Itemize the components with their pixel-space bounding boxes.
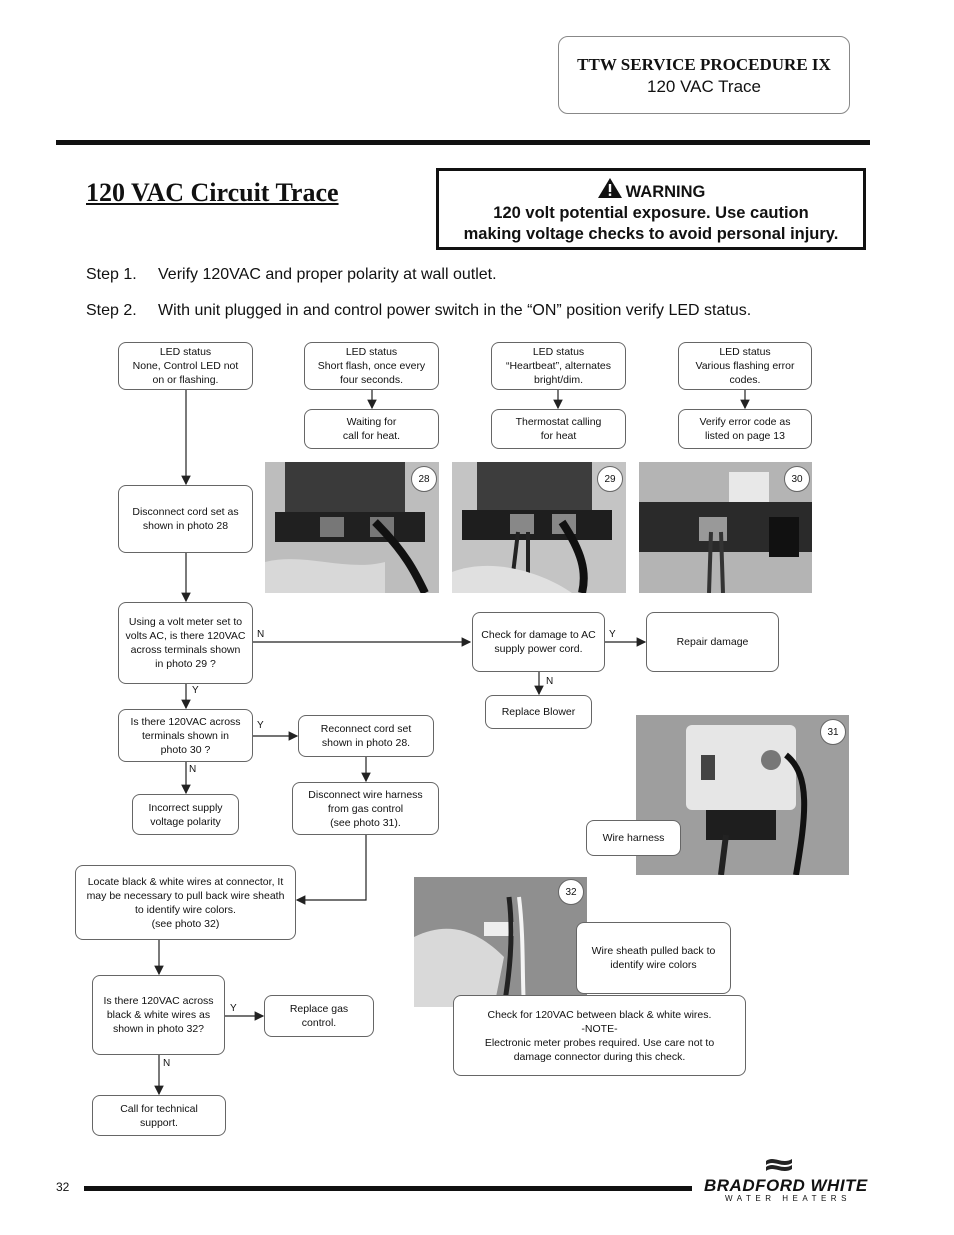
photo-30-tag: 30 (784, 466, 810, 492)
label-y-photo30: Y (257, 720, 264, 731)
disconnect-cord-box: Disconnect cord set as shown in photo 28 (118, 485, 253, 553)
photo-31-tag: 31 (820, 719, 846, 745)
waiting-box: Waiting for call for heat. (304, 409, 439, 449)
sheath-callout: Wire sheath pulled back to identify wire… (576, 922, 731, 994)
brand-flag-icon (764, 1155, 794, 1175)
label-n-photo32: N (163, 1058, 170, 1069)
label-y-volt-meter: Y (192, 685, 199, 696)
verify-codes-box: Verify error code as listed on page 13 (678, 409, 812, 449)
led-various-box: LED status Various flashing error codes. (678, 342, 812, 390)
label-n-check-damage: N (546, 676, 553, 687)
check-damage-box: Check for damage to AC supply power cord… (472, 612, 605, 672)
led-none-box: LED status None, Control LED not on or f… (118, 342, 253, 390)
call-support-box: Call for technical support. (92, 1095, 226, 1136)
page-number: 32 (56, 1180, 69, 1194)
label-n-volt-meter: N (257, 629, 264, 640)
led-heartbeat-box: LED status “Heartbeat”, alternates brigh… (491, 342, 626, 390)
led-short-flash-box: LED status Short flash, once every four … (304, 342, 439, 390)
volt-meter-box: Using a volt meter set to volts AC, is t… (118, 602, 253, 684)
label-y-check-damage: Y (609, 629, 616, 640)
wire-harness-callout: Wire harness (586, 820, 681, 856)
reconnect-cord-box: Reconnect cord set shown in photo 28. (298, 715, 434, 757)
replace-blower-box: Replace Blower (485, 695, 592, 729)
photo-32-tag: 32 (558, 879, 584, 905)
photo32-question-box: Is there 120VAC across black & white wir… (92, 975, 225, 1055)
thermostat-box: Thermostat calling for heat (491, 409, 626, 449)
replace-gas-control-box: Replace gas control. (264, 995, 374, 1037)
repair-damage-box: Repair damage (646, 612, 779, 672)
brand-tagline: WATER HEATERS (725, 1194, 851, 1203)
disconnect-harness-box: Disconnect wire harness from gas control… (292, 782, 439, 835)
check-black-white-box: Check for 120VAC between black & white w… (453, 995, 746, 1076)
photo-28-tag: 28 (411, 466, 437, 492)
brand-logo: BRADFORD WHITE (704, 1176, 868, 1196)
footer-rule (84, 1186, 692, 1191)
label-y-photo32: Y (230, 1003, 237, 1014)
photo30-question-box: Is there 120VAC across terminals shown i… (118, 709, 253, 762)
incorrect-polarity-box: Incorrect supply voltage polarity (132, 794, 239, 835)
label-n-photo30: N (189, 764, 196, 775)
locate-wires-box: Locate black & white wires at connector,… (75, 865, 296, 940)
photo-29-tag: 29 (597, 466, 623, 492)
